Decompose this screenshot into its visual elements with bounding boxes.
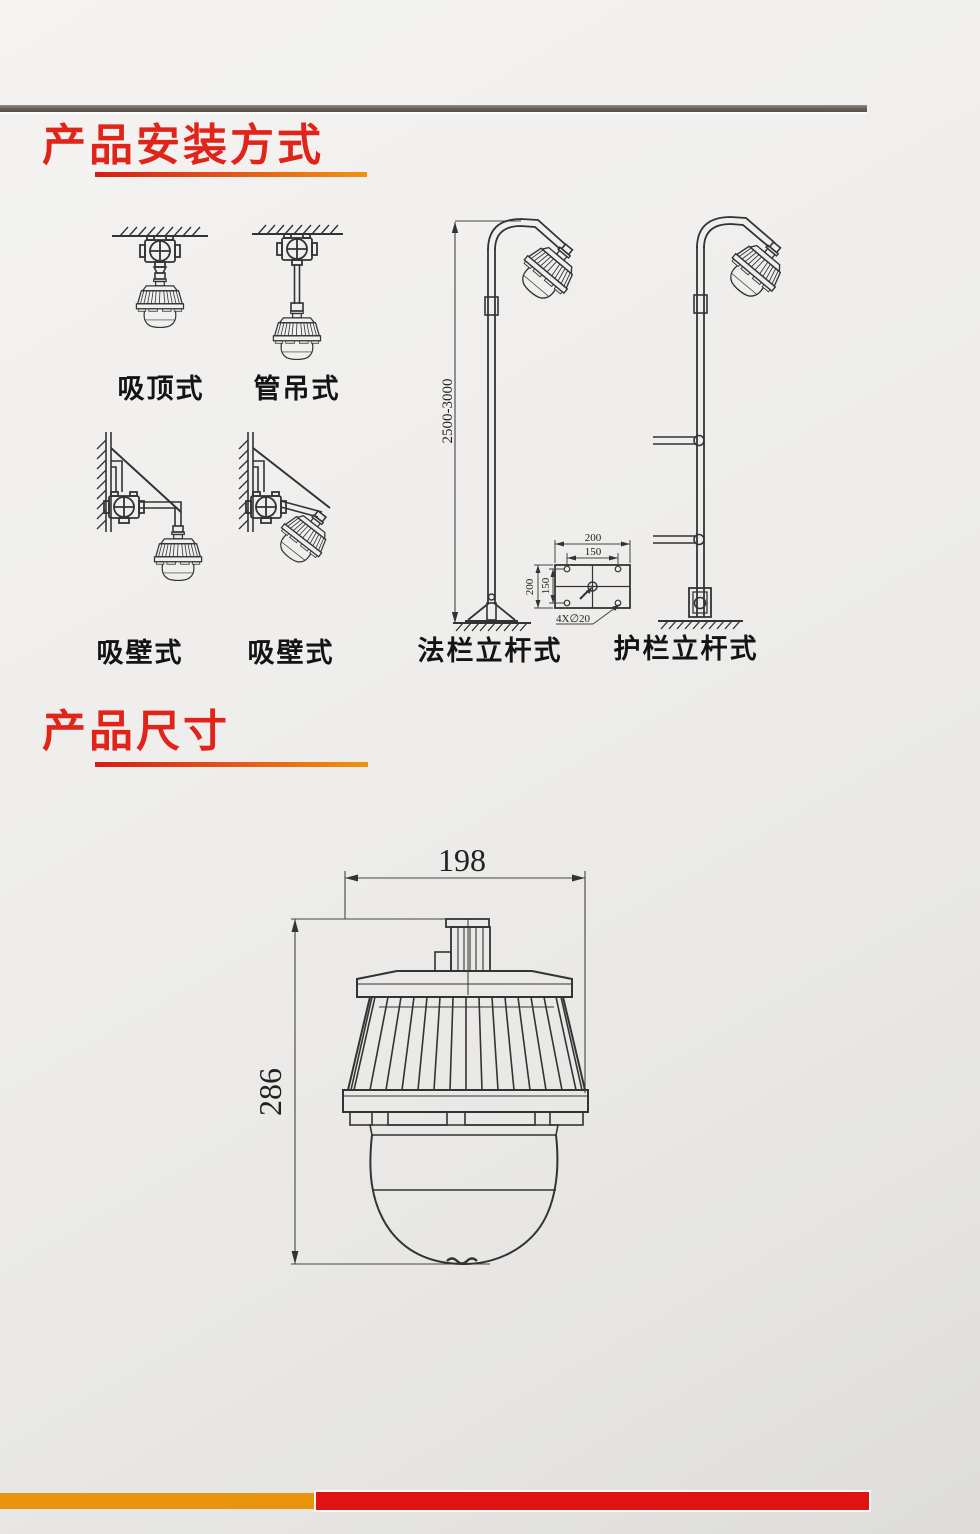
pole-height-text: 2500-3000 [440,379,456,444]
installation-title-underline [95,172,367,177]
ceiling-mount-drawing [100,212,220,347]
pipe-mount-label: 管吊式 [253,374,341,404]
flange-inner-width-text: 150 [585,546,602,558]
wall-mount-left-drawing [80,428,215,643]
wall-mount-right-label: 吸壁式 [247,638,335,668]
flange-pole-drawing: 2500-3000 [423,203,663,665]
width-dimension-text: 198 [438,842,486,878]
flange-pole-label: 法栏立杆式 [417,636,563,666]
pole-height-dimension [451,220,521,623]
dome-logo-mark [446,1257,478,1265]
product-dimension-drawing: 198 286 [252,842,625,1285]
flange-inner-height-text: 150 [540,577,552,594]
dimensions-section-title: 产品尺寸 [42,707,230,756]
flange-outer-height-text: 200 [524,578,536,595]
pipe-mount-drawing [240,210,355,370]
flange-outer-width-text: 200 [585,532,602,544]
bottom-accent-bar-orange [0,1493,316,1509]
flange-holes-text: 4X∅20 [556,613,591,625]
width-dimension [344,871,586,1093]
cage-ribs [350,996,583,1091]
installation-section-title: 产品安装方式 [42,121,324,170]
height-dimension-text: 286 [252,1068,288,1116]
wall-mount-right-drawing [222,428,367,643]
flange-plate-detail: 200 150 200 150 4X∅20 [524,532,631,625]
ceiling-mount-label: 吸顶式 [117,374,205,404]
dimensions-title-underline [95,762,368,767]
top-accent-bar [0,105,867,112]
guardrail-pole-label: 护栏立杆式 [613,634,759,664]
bottom-accent-bar-red [314,1490,871,1512]
lamp-front-view [342,918,589,1266]
guardrail-pole-drawing [643,203,843,643]
wall-mount-left-label: 吸壁式 [96,638,184,668]
